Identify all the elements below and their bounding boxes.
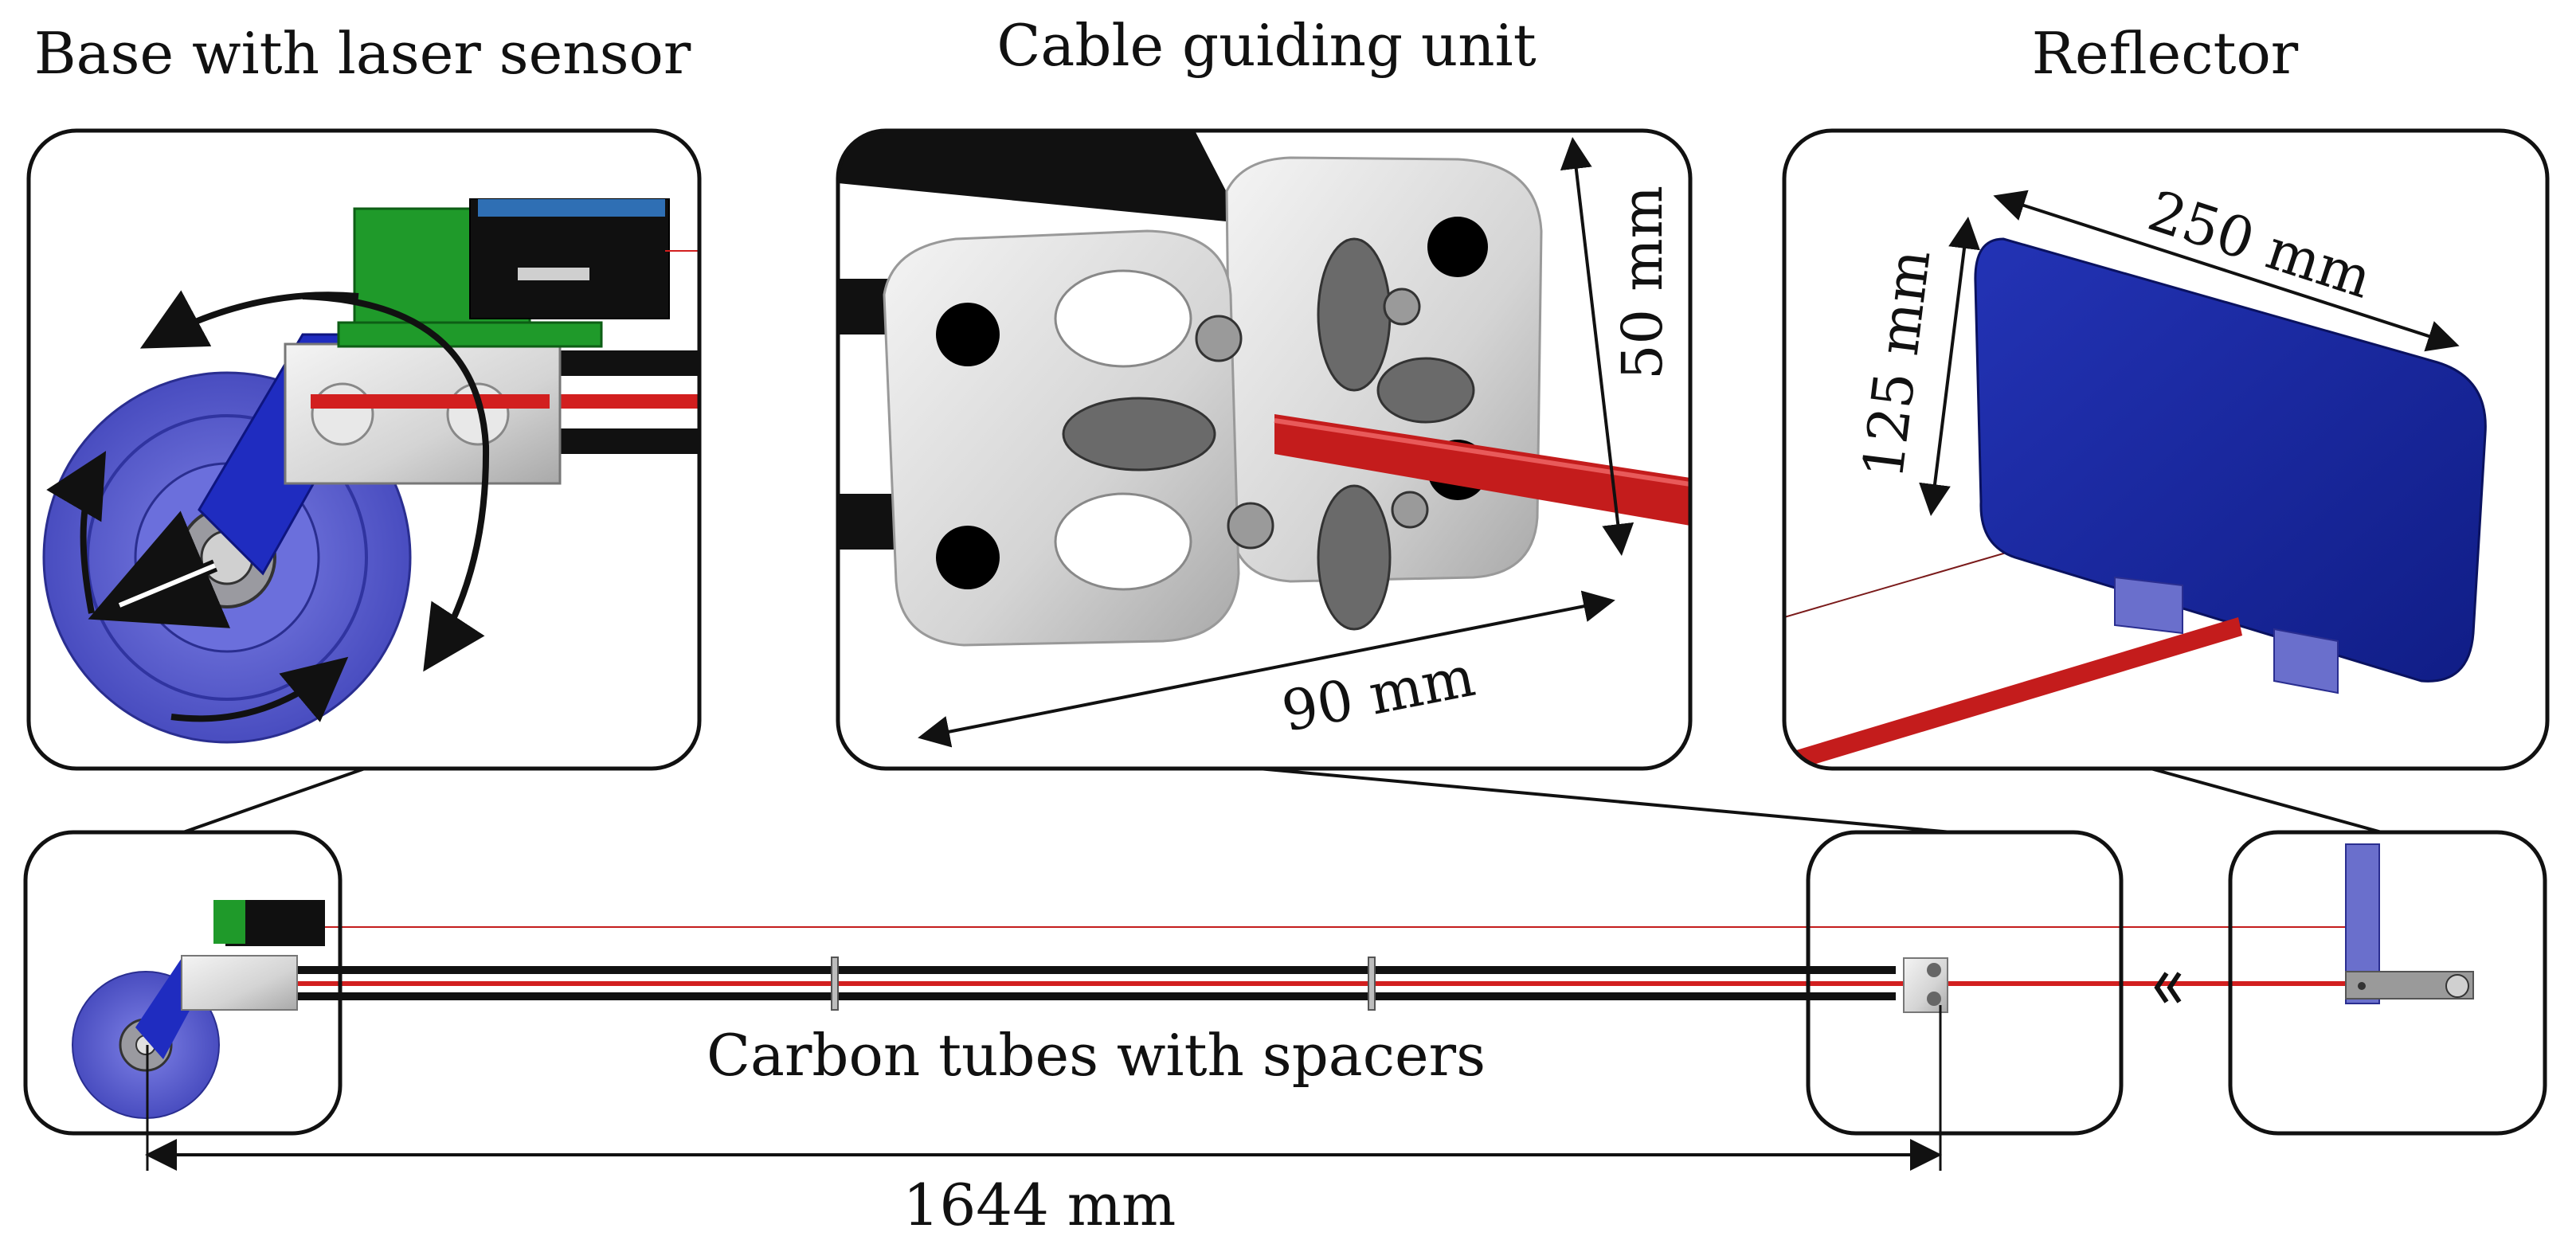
dim-total-length: 1644 mm [903, 1172, 1176, 1238]
overview-assembly [72, 843, 2474, 1119]
reflector-overview-frame [2228, 830, 2547, 1136]
dim-cable-height: 50 mm [1610, 186, 1675, 380]
cable-title: Cable guiding unit [996, 12, 1536, 79]
base-panel-frame [26, 128, 702, 771]
reflector-detail-panel: 250 mm 125 mm [1782, 128, 2550, 771]
reflector-panel-frame [1782, 128, 2550, 771]
base-title: Base with laser sensor [34, 20, 691, 87]
zoom-connectors [182, 767, 2382, 834]
base-overview-frame [23, 830, 343, 1136]
total-length-dimension [145, 1005, 1942, 1171]
cable-overview-frame [1806, 830, 2124, 1136]
cable-panel-frame [836, 128, 1693, 771]
base-detail-panel [26, 128, 702, 771]
dim-reflector-height: 125 mm [1850, 246, 1944, 482]
tubes-label: Carbon tubes with spacers [707, 1022, 1486, 1089]
dim-cable-width: 90 mm [1277, 644, 1480, 745]
cable-guiding-detail-panel: 50 mm 90 mm [836, 128, 1693, 771]
reflector-title: Reflector [2032, 20, 2299, 87]
